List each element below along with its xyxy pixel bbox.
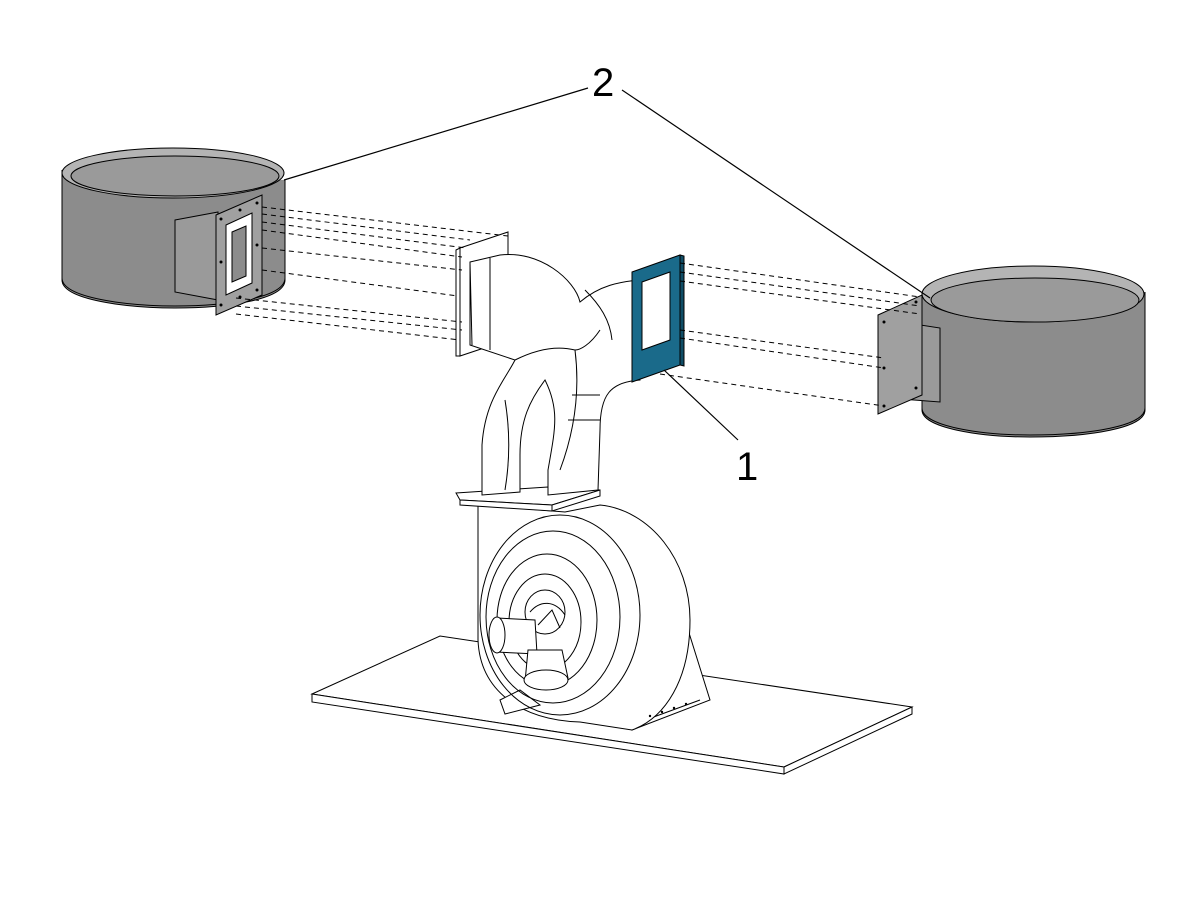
callout-number-1: 1 bbox=[736, 445, 759, 489]
gasket bbox=[631, 254, 685, 383]
fan-housing bbox=[477, 504, 711, 731]
right-silencer bbox=[877, 265, 1146, 438]
y-duct bbox=[455, 231, 641, 496]
assembly-lines-right bbox=[659, 262, 921, 407]
leader-lines-2 bbox=[283, 87, 931, 299]
assembly-lines-left bbox=[235, 206, 509, 341]
left-silencer bbox=[61, 147, 286, 316]
callout-number-2: 2 bbox=[592, 61, 615, 105]
leader-line-1 bbox=[663, 369, 739, 441]
